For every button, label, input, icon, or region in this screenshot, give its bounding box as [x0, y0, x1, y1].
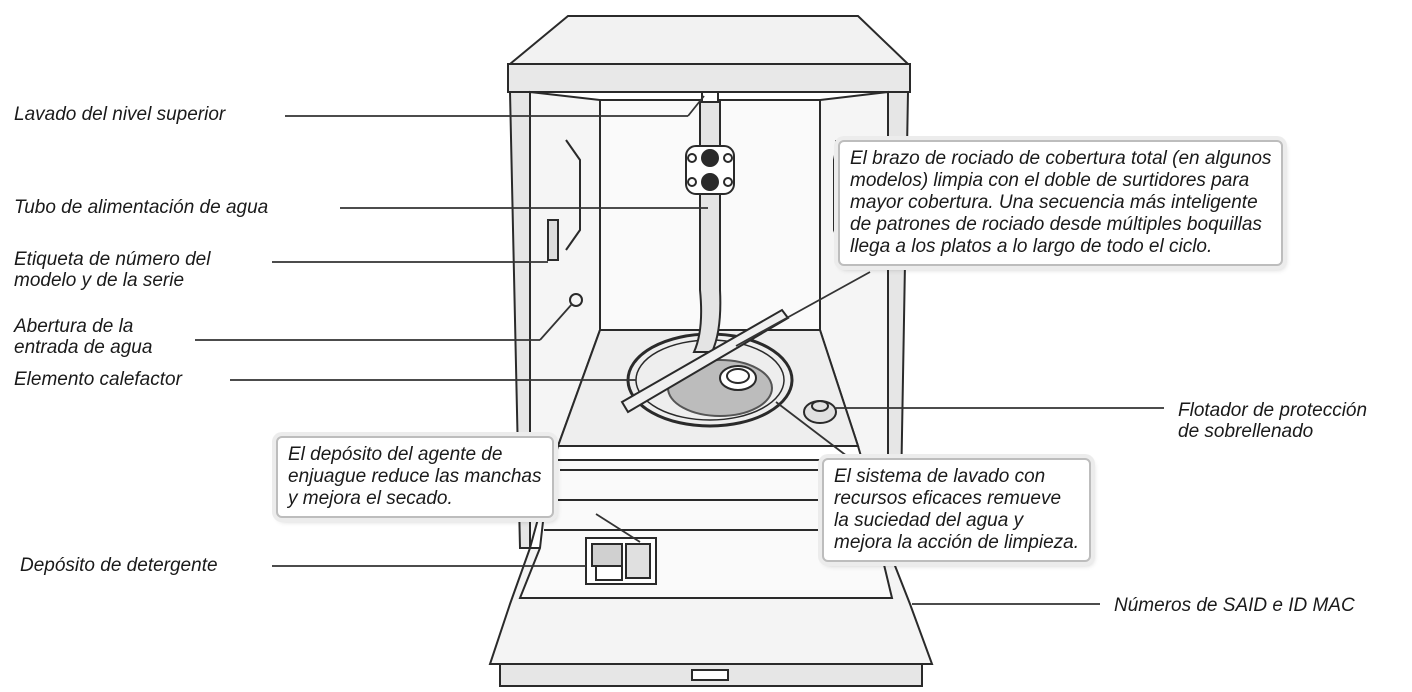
- leader-rinse-aid: [595, 513, 641, 543]
- label-water-inlet-line2: entrada de agua: [14, 337, 153, 358]
- callout-spray-arm: El brazo de rociado de cobertura total (…: [838, 140, 1284, 266]
- callout-spray-arm-line: de patrones de rociado desde múltiples b…: [850, 214, 1262, 235]
- dishwasher-top-front: [507, 63, 911, 93]
- callout-rinse-aid: El depósito del agente de enjuague reduc…: [276, 436, 554, 518]
- callout-wash-system-line: la suciedad del agua y: [834, 510, 1024, 531]
- label-model-serial-line1: Etiqueta de número del: [14, 249, 211, 270]
- water-inlet-opening: [569, 293, 583, 307]
- door-handle-slot: [691, 669, 729, 681]
- label-water-inlet: Abertura de la entrada de agua: [14, 316, 152, 358]
- callout-rinse-aid-line: y mejora el secado.: [288, 488, 453, 509]
- callout-spray-arm-line: mayor cobertura. Una secuencia más intel…: [850, 192, 1258, 213]
- label-detergent: Depósito de detergente: [20, 555, 218, 576]
- leader-spray-arm: [735, 271, 871, 347]
- callout-rinse-aid-line: enjuague reduce las manchas: [288, 466, 542, 487]
- label-model-serial: Etiqueta de número del modelo y de la se…: [14, 249, 210, 291]
- label-water-inlet-line1: Abertura de la: [14, 316, 134, 337]
- callout-wash-system-line: mejora la acción de limpieza.: [834, 532, 1080, 553]
- dishwasher-top: [507, 15, 911, 65]
- nozzle-block: [685, 145, 735, 195]
- model-serial-label: [547, 219, 559, 261]
- label-said-mac: Números de SAID e ID MAC: [1114, 595, 1355, 616]
- leader-wash-system: [775, 401, 861, 467]
- label-overfill-float-line2: de sobrellenado: [1178, 421, 1314, 442]
- callout-spray-arm-line: llega a los platos a lo largo de todo el…: [850, 236, 1213, 257]
- callout-spray-arm-line: El brazo de rociado de cobertura total (…: [850, 148, 1272, 169]
- upper-wash-nozzle: [701, 91, 719, 103]
- detergent-dispenser: [585, 537, 657, 585]
- label-model-serial-line2: modelo y de la serie: [14, 270, 185, 291]
- label-upper-wash: Lavado del nivel superior: [14, 104, 226, 125]
- callout-wash-system-line: El sistema de lavado con: [834, 466, 1046, 487]
- callout-spray-arm-line: modelos) limpia con el doble de surtidor…: [850, 170, 1250, 191]
- label-heating-element: Elemento calefactor: [14, 369, 182, 390]
- callout-rinse-aid-line: El depósito del agente de: [288, 444, 503, 465]
- label-overfill-float-line1: Flotador de protección: [1178, 400, 1368, 421]
- callout-wash-system: El sistema de lavado con recursos eficac…: [822, 458, 1092, 562]
- label-water-tube: Tubo de alimentación de agua: [14, 197, 269, 218]
- callout-wash-system-line: recursos eficaces remueve: [834, 488, 1062, 509]
- label-overfill-float: Flotador de protección de sobrellenado: [1178, 400, 1367, 442]
